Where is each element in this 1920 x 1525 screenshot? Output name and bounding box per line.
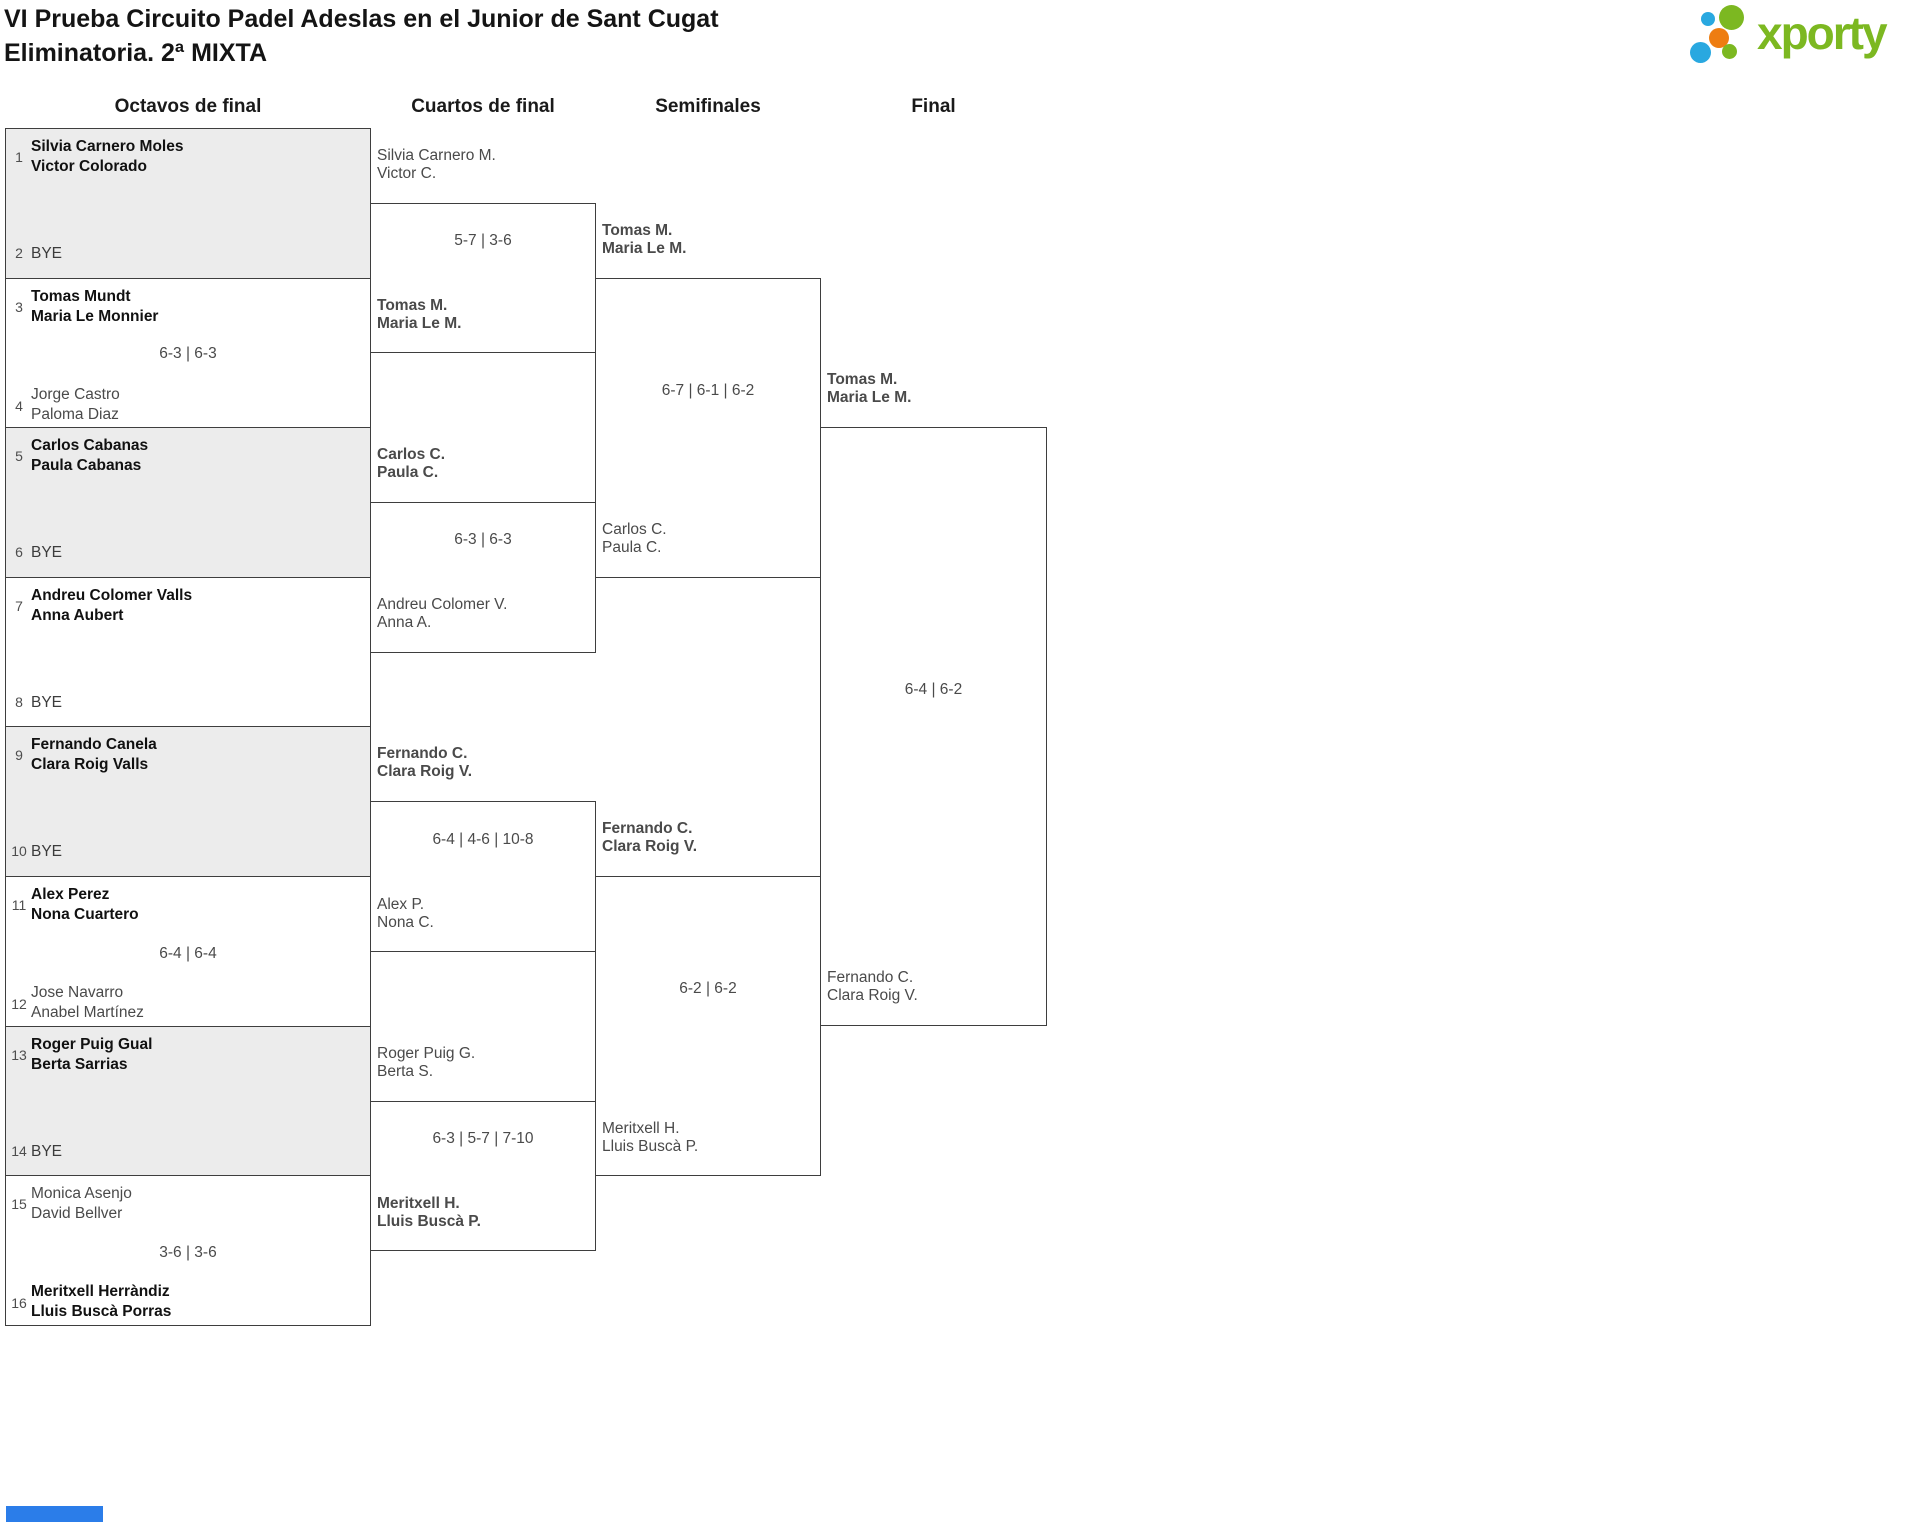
- match-score: 6-3 | 5-7 | 7-10: [432, 1130, 534, 1147]
- team-name: Carlos C.Paula C.: [377, 446, 446, 481]
- seed-number: 6: [15, 544, 23, 560]
- team-name: Alex P.Nona C.: [377, 896, 434, 931]
- seed-number: 15: [11, 1196, 27, 1212]
- bye-label: BYE: [31, 1143, 63, 1160]
- logo-dot-icon: [1701, 12, 1715, 26]
- semifinal-match-2: [595, 876, 821, 1176]
- final-match: [820, 427, 1047, 1026]
- match-score: 6-4 | 6-2: [904, 681, 963, 698]
- page-title: VI Prueba Circuito Padel Adeslas en el J…: [4, 2, 719, 70]
- seed-number: 13: [11, 1047, 27, 1063]
- bye-label: BYE: [31, 843, 63, 860]
- team-name: Tomas M.Maria Le M.: [377, 297, 462, 332]
- team-name: Roger Puig G.Berta S.: [377, 1045, 476, 1080]
- match-score: 6-2 | 6-2: [679, 980, 737, 997]
- xporty-logo: xporty: [1686, 0, 1916, 70]
- team-name: Meritxell H.Lluis Buscà P.: [602, 1120, 699, 1155]
- match-score: 5-7 | 3-6: [454, 232, 512, 249]
- round-header-octavos: Octavos de final: [114, 96, 262, 117]
- team-name: Silvia Carnero M.Victor C.: [377, 147, 496, 182]
- seed-number: 4: [15, 398, 23, 414]
- bye-label: BYE: [31, 544, 63, 561]
- team-name: Tomas M.Maria Le M.: [602, 222, 687, 257]
- team-name: Andreu Colomer V.Anna A.: [377, 596, 508, 631]
- logo-dot-icon: [1719, 5, 1744, 30]
- seed-number: 5: [15, 448, 23, 464]
- seed-number: 3: [15, 299, 23, 315]
- cuartos-match-2: [370, 502, 596, 653]
- seed-number: 1: [15, 149, 23, 165]
- round-header-semifinales: Semifinales: [655, 96, 761, 117]
- match-score: 3-6 | 3-6: [159, 1244, 217, 1261]
- seed-number: 2: [15, 245, 23, 261]
- round-header-final: Final: [911, 96, 956, 117]
- seed-number: 16: [11, 1295, 27, 1311]
- team-name: Fernando C.Clara Roig V.: [602, 820, 698, 855]
- match-score: 6-4 | 6-4: [159, 945, 217, 962]
- team-name: Fernando C.Clara Roig V.: [377, 745, 473, 780]
- logo-wordmark: xporty: [1757, 7, 1888, 59]
- round-header-cuartos: Cuartos de final: [411, 96, 555, 117]
- seed-number: 12: [11, 996, 27, 1012]
- logo-dot-icon: [1722, 44, 1737, 59]
- page-title-line1: VI Prueba Circuito Padel Adeslas en el J…: [4, 5, 719, 33]
- match-score: 6-4 | 4-6 | 10-8: [432, 831, 534, 848]
- bye-label: BYE: [31, 694, 63, 711]
- seed-number: 7: [15, 598, 23, 614]
- match-score: 6-3 | 6-3: [159, 345, 217, 362]
- seed-number: 14: [11, 1143, 27, 1159]
- team-name: Carlos C.Paula C.: [602, 521, 667, 556]
- seed-number: 9: [15, 747, 23, 763]
- team-name: Meritxell H.Lluis Buscà P.: [377, 1195, 481, 1230]
- logo-dot-icon: [1690, 42, 1711, 63]
- page-title-line2: Eliminatoria. 2ª MIXTA: [4, 39, 268, 67]
- footer-blue-bar: [6, 1506, 103, 1522]
- seed-number: 10: [11, 843, 27, 859]
- logo-dot-icon: [1709, 28, 1729, 48]
- team-name: Fernando C.Clara Roig V.: [827, 969, 918, 1004]
- semifinal-match-1: [595, 278, 821, 578]
- seed-number: 11: [11, 897, 27, 913]
- match-score: 6-7 | 6-1 | 6-2: [661, 382, 755, 399]
- match-score: 6-3 | 6-3: [454, 531, 512, 548]
- bye-label: BYE: [31, 245, 63, 262]
- seed-number: 8: [15, 694, 23, 710]
- team-name: Tomas M.Maria Le M.: [827, 371, 912, 406]
- cuartos-match-4: [370, 1101, 596, 1251]
